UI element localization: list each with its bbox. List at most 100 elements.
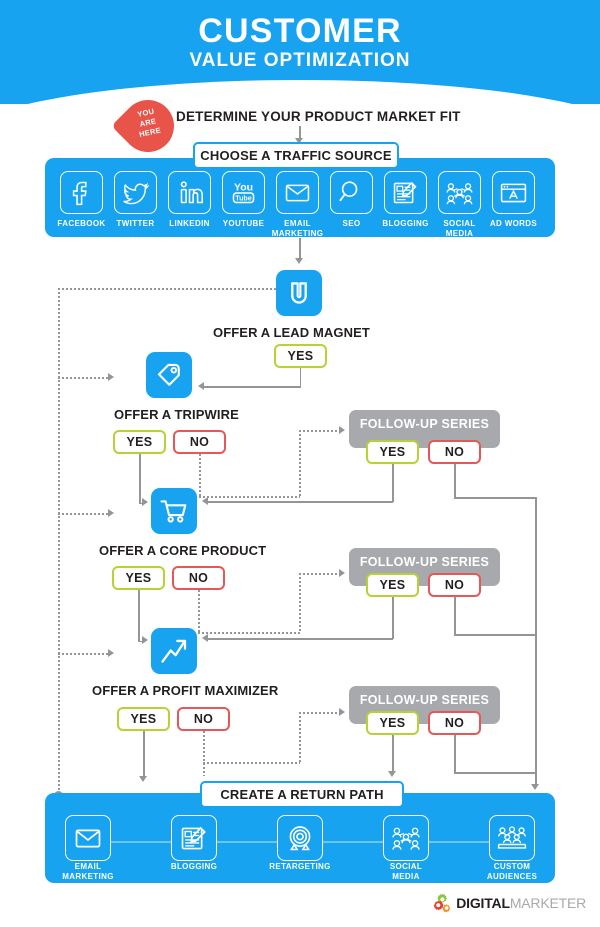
connector-lead-magnet-yes-left bbox=[204, 386, 300, 388]
traffic-tile-twitter[interactable] bbox=[114, 171, 157, 214]
facebook-icon bbox=[72, 181, 87, 206]
connector-followup2-yes-left bbox=[208, 638, 393, 640]
connector-profitmax-no-to-followup bbox=[299, 712, 339, 714]
badge-no-followup-1[interactable]: NO bbox=[428, 440, 481, 464]
connector-core-no-down bbox=[198, 590, 200, 634]
badge-yes-followup-1[interactable]: YES bbox=[366, 440, 419, 464]
twitter-icon bbox=[123, 182, 150, 205]
header-banner: CUSTOMER VALUE OPTIMIZATION bbox=[0, 0, 600, 104]
traffic-tile-linkedin[interactable] bbox=[168, 171, 211, 214]
arrow-followup3-yes-to-return-path bbox=[388, 771, 396, 777]
determine-market-fit-heading: DETERMINE YOUR PRODUCT MARKET FIT bbox=[176, 109, 461, 124]
arrow-core-no-to-followup bbox=[339, 569, 345, 577]
logo-text-light: MARKETER bbox=[509, 895, 586, 911]
traffic-tile-seo[interactable] bbox=[330, 171, 373, 214]
traffic-tile-ad-words[interactable] bbox=[492, 171, 535, 214]
return-tile-retargeting[interactable] bbox=[277, 815, 323, 861]
connector-core-no-up bbox=[299, 573, 301, 633]
return-tile-email-marketing[interactable] bbox=[65, 815, 111, 861]
connector-fit-to-traffic bbox=[299, 126, 301, 140]
badge-no-profit-maximizer[interactable]: NO bbox=[177, 707, 230, 731]
connector-followup3-yes-down bbox=[392, 735, 394, 773]
choose-traffic-source-pill[interactable]: CHOOSE A TRAFFIC SOURCE bbox=[193, 142, 399, 169]
traffic-label-ad-words: AD WORDS bbox=[489, 219, 538, 228]
svg-text:Tube: Tube bbox=[235, 195, 252, 203]
arrow-tripwire-yes-to-core-product bbox=[142, 498, 148, 506]
arrow-return-branch-tripwire bbox=[108, 373, 114, 381]
connector-tripwire-no-right bbox=[199, 496, 300, 498]
return-branch-tripwire bbox=[58, 377, 108, 379]
logo-text-bold: DIGITAL bbox=[456, 895, 510, 911]
traffic-tile-blogging[interactable] bbox=[384, 171, 427, 214]
connector-followup2-no-down bbox=[454, 597, 456, 635]
connector-tripwire-no-to-followup bbox=[299, 430, 339, 432]
connector-traffic-to-lead-magnet bbox=[299, 238, 301, 260]
connector-core-no-to-followup bbox=[299, 573, 339, 575]
page-title: CUSTOMER bbox=[198, 12, 402, 50]
connector-followup3-no-down bbox=[454, 735, 456, 773]
create-return-path-pill[interactable]: CREATE A RETURN PATH bbox=[200, 781, 404, 808]
connector-core-no-right bbox=[198, 632, 300, 634]
connector-profitmax-no-up bbox=[299, 712, 301, 763]
growth-arrow-icon bbox=[161, 639, 187, 663]
offer-tile-lead-magnet[interactable] bbox=[276, 270, 322, 316]
step-title-lead-magnet: OFFER A LEAD MAGNET bbox=[213, 325, 370, 340]
badge-no-followup-2[interactable]: NO bbox=[428, 573, 481, 597]
badge-yes-lead-magnet[interactable]: YES bbox=[274, 344, 327, 368]
connector-tripwire-yes-down bbox=[139, 454, 141, 504]
you-are-here-pin: YOU ARE HERE bbox=[111, 89, 185, 163]
badge-no-core-product[interactable]: NO bbox=[172, 566, 225, 590]
return-tile-blogging[interactable] bbox=[171, 815, 217, 861]
people-network-icon bbox=[446, 183, 473, 205]
connector-core-yes-down bbox=[138, 590, 140, 642]
connector-followup2-no-right bbox=[454, 634, 536, 636]
arrow-lead-magnet-yes-to-tripwire bbox=[198, 381, 204, 390]
badge-yes-followup-3[interactable]: YES bbox=[366, 711, 419, 735]
traffic-label-youtube: YOUTUBE bbox=[222, 219, 265, 228]
arrow-tripwire-no-to-followup bbox=[339, 426, 345, 434]
arrow-core-yes-to-profit-maximizer bbox=[142, 636, 148, 644]
traffic-label-twitter: TWITTER bbox=[116, 219, 155, 228]
return-tile-social-media[interactable] bbox=[383, 815, 429, 861]
traffic-tile-email-marketing[interactable] bbox=[276, 171, 319, 214]
step-title-profit-maximizer: OFFER A PROFIT MAXIMIZER bbox=[92, 683, 279, 698]
traffic-label-blogging: BLOGGING bbox=[382, 219, 429, 228]
arrow-traffic-to-lead-magnet bbox=[295, 258, 303, 264]
badge-yes-profit-maximizer[interactable]: YES bbox=[117, 707, 170, 731]
return-label-retargeting: RETARGETING bbox=[269, 862, 331, 871]
return-label-blogging: BLOGGING bbox=[170, 862, 218, 871]
shopping-cart-icon bbox=[160, 500, 187, 523]
price-tag-icon bbox=[157, 363, 180, 386]
traffic-label-seo: SEO bbox=[342, 219, 361, 228]
connector-tripwire-no-up bbox=[299, 430, 301, 498]
svg-text:You: You bbox=[234, 183, 253, 194]
page-subtitle: VALUE OPTIMIZATION bbox=[189, 50, 411, 71]
traffic-tile-facebook[interactable] bbox=[60, 171, 103, 214]
badge-yes-tripwire[interactable]: YES bbox=[113, 430, 166, 454]
badge-yes-followup-2[interactable]: YES bbox=[366, 573, 419, 597]
return-tile-custom-audiences[interactable] bbox=[489, 815, 535, 861]
badge-no-tripwire[interactable]: NO bbox=[173, 430, 226, 454]
badge-no-followup-3[interactable]: NO bbox=[428, 711, 481, 735]
traffic-tile-youtube[interactable]: You Tube bbox=[222, 171, 265, 214]
connector-profitmax-yes-down bbox=[143, 731, 145, 778]
traffic-label-linkedin: LINKEDIN bbox=[169, 219, 210, 228]
youtube-icon: You Tube bbox=[232, 183, 255, 204]
traffic-tile-social-media[interactable] bbox=[438, 171, 481, 214]
arrow-right-spine-to-return-path bbox=[531, 784, 539, 790]
connector-followup2-yes-down bbox=[392, 597, 394, 639]
offer-tile-profit-maximizer[interactable] bbox=[151, 628, 197, 674]
connector-core-yes-right bbox=[138, 640, 145, 643]
badge-yes-core-product[interactable]: YES bbox=[112, 566, 165, 590]
offer-tile-core-product[interactable] bbox=[151, 488, 197, 534]
envelope-icon bbox=[285, 184, 310, 202]
arrow-return-branch-profit-maximizer bbox=[108, 649, 114, 657]
document-pencil-icon bbox=[393, 181, 417, 204]
offer-tile-tripwire[interactable] bbox=[146, 352, 192, 398]
step-title-tripwire: OFFER A TRIPWIRE bbox=[114, 407, 239, 422]
connector-followup1-yes-down bbox=[392, 464, 394, 502]
browser-window-icon bbox=[500, 183, 527, 203]
